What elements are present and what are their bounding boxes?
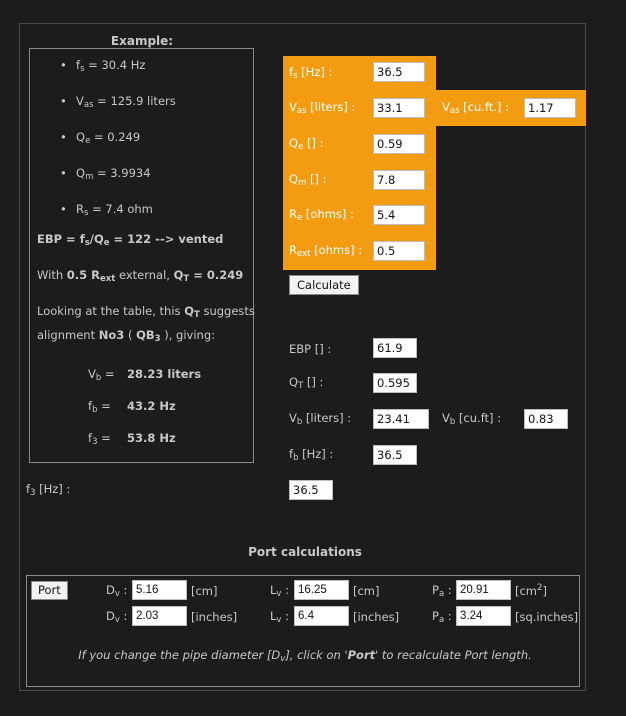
pa-cm2-unit: [cm2] xyxy=(515,583,547,598)
ebp-output[interactable] xyxy=(373,338,417,358)
example-fb-value: 43.2 Hz xyxy=(127,399,176,413)
example-box xyxy=(29,48,254,463)
pa-cm2-input[interactable] xyxy=(456,580,511,600)
dv-in-unit: [inches] xyxy=(191,610,238,624)
calculate-button[interactable]: Calculate xyxy=(289,275,359,295)
example-fb-label: fb = xyxy=(88,399,111,415)
example-qe: Qe = 0.249 xyxy=(60,130,140,146)
lv-in-unit: [inches] xyxy=(353,610,400,624)
lv-cm-input[interactable] xyxy=(294,580,349,600)
example-fs: fs = 30.4 Hz xyxy=(60,58,145,74)
f3-label: f3 [Hz] : xyxy=(26,482,71,498)
f3-output[interactable] xyxy=(289,480,333,500)
ebp-label: EBP [] : xyxy=(289,342,332,356)
re-input[interactable] xyxy=(373,205,425,225)
rext-label: Rext [ohms] : xyxy=(289,243,363,259)
qt-label: QT [] : xyxy=(289,375,324,391)
vas-cuft-input[interactable] xyxy=(524,98,576,118)
qm-input[interactable] xyxy=(373,170,425,190)
qt-output[interactable] xyxy=(373,373,417,393)
example-qm: Qm = 3.9934 xyxy=(60,166,151,182)
example-ebp: EBP = fs/Qe = 122 --> vented xyxy=(37,232,224,248)
qe-input[interactable] xyxy=(373,134,425,154)
dv-in-input[interactable] xyxy=(132,606,187,626)
vas-liters-label: Vas [liters] : xyxy=(289,100,356,116)
fs-input[interactable] xyxy=(373,62,425,82)
vb-liters-output[interactable] xyxy=(373,409,429,429)
port-note: If you change the pipe diameter [Dv], cl… xyxy=(78,648,532,664)
lv-in-label: Lv : xyxy=(270,609,289,625)
dv-cm-label: Dv : xyxy=(106,583,128,599)
pa-in-unit: [sq.inches] xyxy=(515,610,579,624)
rext-input[interactable] xyxy=(373,241,425,261)
example-title: Example: xyxy=(110,34,174,48)
example-rs: Rs = 7.4 ohm xyxy=(60,202,153,218)
qm-label: Qm [] : xyxy=(289,172,327,188)
qe-label: Qe [] : xyxy=(289,136,324,152)
pa-in-label: Pa : xyxy=(432,609,452,625)
pa-in-input[interactable] xyxy=(456,606,511,626)
vas-liters-input[interactable] xyxy=(373,98,425,118)
input-panel xyxy=(283,56,436,270)
vas-cuft-label: Vas [cu.ft.] : xyxy=(442,100,509,116)
pa-cm2-label: Pa : xyxy=(432,583,452,599)
lv-cm-unit: [cm] xyxy=(353,584,380,598)
example-vb-value: 28.23 liters xyxy=(127,367,202,381)
example-vas: Vas = 125.9 liters xyxy=(60,94,176,110)
lv-in-input[interactable] xyxy=(294,606,349,626)
fb-label: fb [Hz] : xyxy=(289,447,334,463)
dv-cm-input[interactable] xyxy=(132,580,187,600)
port-title: Port calculations xyxy=(248,545,362,559)
port-button[interactable]: Port xyxy=(31,581,68,600)
port-box xyxy=(26,575,580,687)
dv-in-label: Dv : xyxy=(106,609,128,625)
vb-cuft-output[interactable] xyxy=(524,409,568,429)
fb-output[interactable] xyxy=(373,445,417,465)
lv-cm-label: Lv : xyxy=(270,583,289,599)
re-label: Re [ohms] : xyxy=(289,207,354,223)
vb-cuft-label: Vb [cu.ft] : xyxy=(442,411,502,427)
dv-cm-unit: [cm] xyxy=(191,584,218,598)
example-f3-value: 53.8 Hz xyxy=(127,431,176,445)
example-rext-note: With 0.5 Rext external, QT = 0.249 xyxy=(37,268,244,284)
example-f3-label: f3 = xyxy=(88,431,111,447)
fs-label: fs [Hz] : xyxy=(289,65,333,81)
example-vb-label: Vb = xyxy=(88,367,115,383)
main-frame xyxy=(19,23,586,691)
vb-liters-label: Vb [liters] : xyxy=(289,411,352,427)
